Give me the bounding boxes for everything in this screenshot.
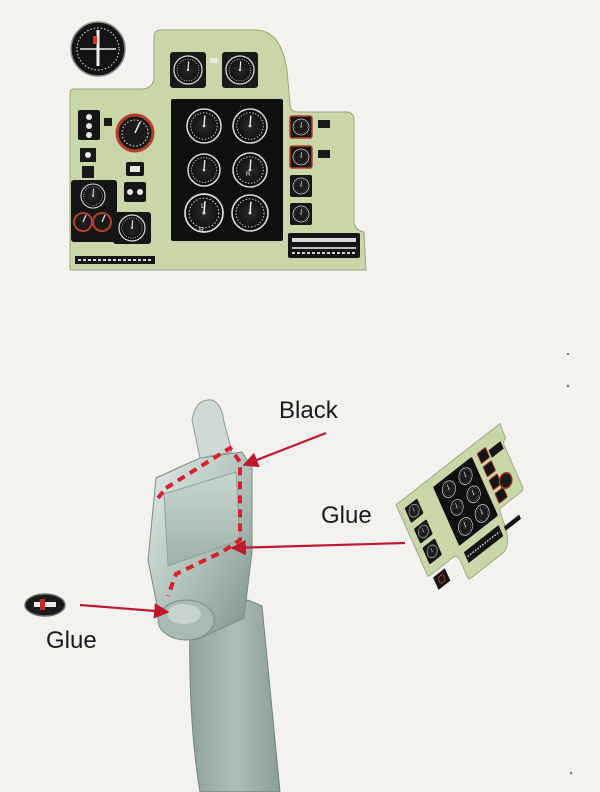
- small-switch-block: [124, 162, 146, 202]
- compass-gauge-icon: [70, 21, 126, 77]
- knob-icon: [24, 593, 66, 617]
- instrument-mark-lower-left: R: [199, 227, 204, 234]
- instrument-mark-upper-middle: R: [246, 172, 251, 178]
- label-glue-panel: Glue: [321, 502, 372, 529]
- callout-arrows: [79, 431, 406, 619]
- top-gauges: [170, 52, 258, 88]
- instrument-mark-lower-middle: L: [201, 203, 205, 210]
- speck: [569, 771, 573, 775]
- lower-left-gauge-cluster: [71, 180, 117, 242]
- arrow-glue-panel: [230, 539, 406, 556]
- bottom-center-gauge: [113, 212, 151, 244]
- label-glue-knob: Glue: [46, 627, 97, 654]
- console-part: [147, 399, 281, 792]
- speck: [566, 384, 570, 388]
- switch-strip-right: [288, 233, 360, 258]
- red-rim-gauge: [115, 113, 155, 153]
- speck: [567, 353, 569, 355]
- right-gauge-column: [290, 116, 330, 225]
- instrument-panel-perspective: [395, 422, 524, 590]
- arrow-black: [242, 431, 327, 468]
- placard-strip-left: [75, 256, 155, 264]
- arrow-glue-knob: [79, 603, 170, 619]
- label-black: Black: [279, 397, 338, 424]
- central-instruments: R L R: [185, 109, 268, 234]
- instrument-panel-flat: R L R: [69, 21, 367, 271]
